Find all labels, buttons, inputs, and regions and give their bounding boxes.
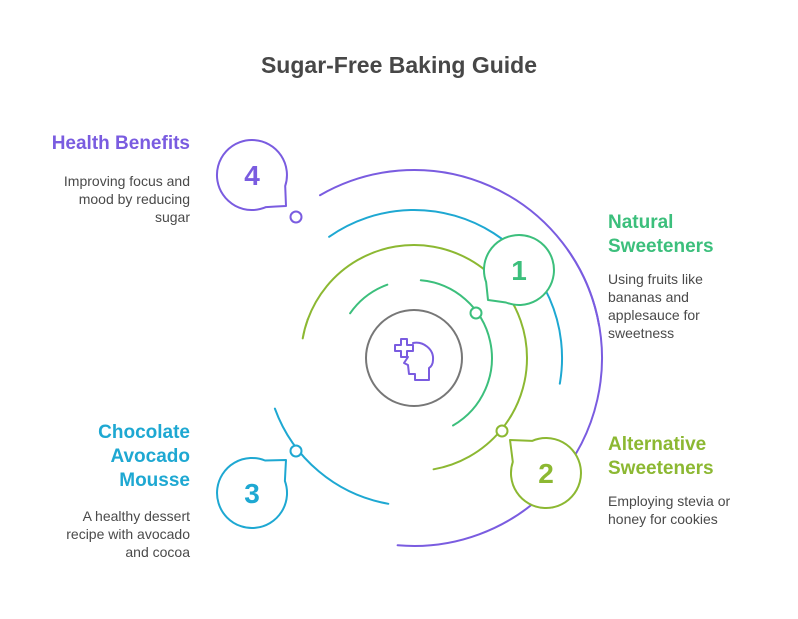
ring-arc-purple-outer: [319, 169, 603, 547]
step-4-description-line: Improving focus and: [63, 173, 190, 189]
step-3-description: A healthy dessert recipe with avocado an…: [66, 507, 190, 561]
step-3-description-line: A healthy dessert: [82, 508, 190, 524]
step-1-description-line: applesauce for: [608, 307, 700, 323]
ring-arc-olive-tip: [301, 318, 309, 340]
step-2-description: Employing stevia or honey for cookies: [608, 492, 730, 528]
ring-arc-green: [419, 279, 493, 427]
connector-dot-2: [495, 424, 509, 438]
step-2-heading-line: Sweeteners: [608, 458, 714, 479]
center-circle: [365, 309, 463, 407]
step-number: 2: [538, 458, 554, 489]
step-3-heading-line: Avocado: [110, 446, 190, 467]
step-number: 1: [511, 255, 527, 286]
step-number: 4: [244, 160, 260, 191]
step-4-badge: 4: [215, 139, 288, 212]
step-number: 3: [244, 478, 260, 509]
step-2-heading: Alternative Sweeteners: [608, 433, 714, 481]
ring-arc-purple-right: [567, 249, 601, 327]
step-1-description-line: sweetness: [608, 325, 675, 341]
ring-arc-blue-top: [328, 208, 563, 385]
page-title: Sugar-Free Baking Guide: [260, 52, 538, 78]
step-1-heading-line: Natural: [608, 212, 674, 233]
step-3-description-line: and cocoa: [125, 544, 190, 560]
connector-dot-3: [289, 444, 303, 458]
step-1-badge: 1: [483, 234, 555, 306]
step-2-heading-line: Alternative: [608, 434, 707, 455]
callout-bubble: [216, 457, 288, 529]
step-3-heading: Chocolate Avocado Mousse: [98, 421, 190, 493]
ring-arc-green-short: [349, 283, 389, 315]
step-3-description-line: recipe with avocado: [66, 526, 190, 542]
step-4-description-line: mood by reducing: [78, 191, 190, 207]
step-3-heading-line: Mousse: [119, 470, 190, 491]
step-2-badge: 2: [509, 437, 582, 509]
step-3-badge: 3: [216, 457, 288, 529]
ring-arc-blue-bottom: [273, 407, 390, 505]
step-1-description-line: bananas and: [608, 289, 689, 305]
step-2-description-line: Employing stevia or: [608, 493, 731, 509]
connector-dot-1: [469, 306, 483, 320]
step-1-description-line: Using fruits like: [608, 271, 703, 287]
brain-health-icon: [394, 338, 435, 381]
step-4-heading: Health Benefits: [52, 132, 190, 156]
step-1-heading-line: Sweeteners: [608, 236, 714, 257]
callout-bubble: [483, 234, 555, 306]
step-2-description-line: honey for cookies: [608, 511, 718, 527]
step-4-description: Improving focus and mood by reducing sug…: [64, 172, 190, 226]
step-4-heading-line: Health Benefits: [51, 133, 190, 154]
step-4-description-line: sugar: [154, 209, 190, 225]
step-1-description: Using fruits like bananas and applesauce…: [608, 270, 703, 342]
callout-bubble: [215, 139, 288, 212]
connector-dot-4: [289, 210, 303, 224]
callout-bubble: [509, 437, 582, 509]
step-1-heading: Natural Sweeteners: [608, 211, 714, 259]
step-3-heading-line: Chocolate: [98, 422, 190, 443]
